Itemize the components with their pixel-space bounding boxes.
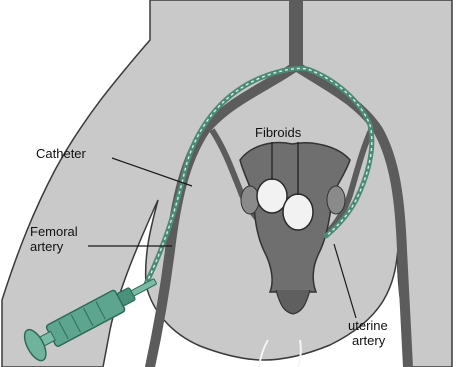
uterine-artery-label-line-1: uterine [348, 318, 388, 333]
uterine-artery-label-line-2: artery [348, 333, 388, 348]
uterine-artery-label: uterine artery [348, 318, 388, 348]
fibroid-lower [283, 194, 313, 230]
femoral-artery-label-line-2: artery [30, 239, 78, 254]
femoral-artery-label-line-1: Femoral [30, 224, 78, 239]
fibroids-label: Fibroids [255, 125, 301, 140]
left-ovary [241, 186, 259, 214]
fibroid-upper [257, 179, 287, 213]
femoral-artery-label: Femoral artery [30, 224, 78, 254]
right-ovary [327, 186, 345, 214]
catheter-label: Catheter [36, 146, 86, 161]
